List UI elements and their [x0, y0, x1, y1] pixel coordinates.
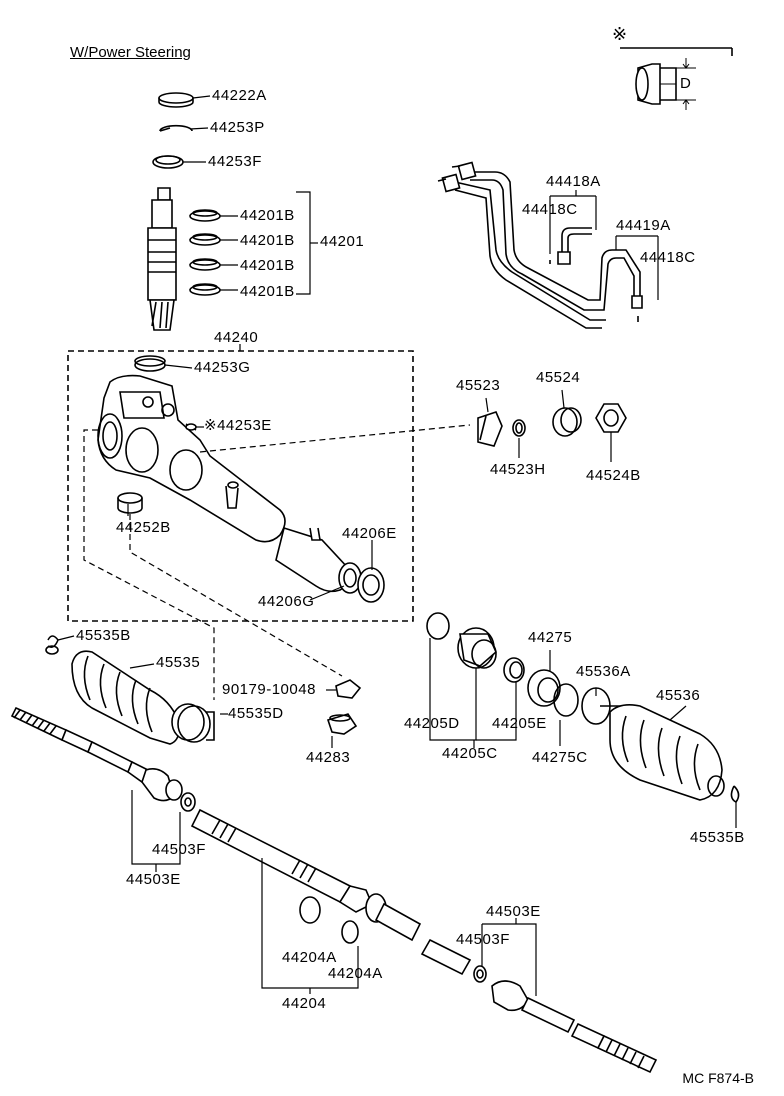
diagram-title: W/Power Steering [70, 44, 191, 61]
part-label-44205E: 44205E [492, 715, 547, 732]
part-label-44253G: 44253G [194, 359, 251, 376]
part-label-44418A: 44418A [546, 173, 601, 190]
part-label-45535B: 45535B [76, 627, 131, 644]
part-label-90179-10048: 90179-10048 [222, 681, 316, 698]
part-label-45524: 45524 [536, 369, 581, 386]
dimension-label: D [680, 75, 692, 92]
part-label-44253E: ※44253E [204, 417, 272, 434]
left-boot-drawing [46, 636, 214, 744]
leader-lines [58, 96, 736, 828]
grommet-detail-drawing [620, 48, 732, 110]
valve-parts-drawing [478, 404, 626, 446]
part-label-45536: 45536 [656, 687, 701, 704]
part-label-44253P: 44253P [210, 119, 265, 136]
part-label-44205C: 44205C [442, 745, 498, 762]
part-label-45536A: 45536A [576, 663, 631, 680]
rack-housing-drawing [68, 344, 470, 700]
part-label-44206E: 44206E [342, 525, 397, 542]
part-label-44419A: 44419A [616, 217, 671, 234]
part-label-44201B: 44201B [240, 232, 295, 249]
part-label-44222A: 44222A [212, 87, 267, 104]
pinion-shaft-drawing [148, 93, 318, 330]
part-label-45535D: 45535D [228, 705, 284, 722]
part-label-44253F: 44253F [208, 153, 262, 170]
part-label-44523H: 44523H [490, 461, 546, 478]
part-label-44204A: 44204A [328, 965, 383, 982]
part-label-44201B: 44201B [240, 257, 295, 274]
part-label-44275C: 44275C [532, 749, 588, 766]
part-label-44240: 44240 [214, 329, 259, 346]
right-boot-drawing [427, 613, 739, 802]
part-label-44252B: 44252B [116, 519, 171, 536]
part-label-44503F: 44503F [152, 841, 206, 858]
part-label-44204: 44204 [282, 995, 327, 1012]
bolts-drawing [328, 680, 360, 734]
pressure-lines-drawing [438, 162, 658, 328]
part-label-44201B: 44201B [240, 283, 295, 300]
rack-and-tie-rods-drawing [12, 708, 656, 1072]
part-label-44206G: 44206G [258, 593, 315, 610]
part-label-44503E: 44503E [486, 903, 541, 920]
part-label-44275: 44275 [528, 629, 573, 646]
part-label-44524B: 44524B [586, 467, 641, 484]
note-symbol: ※ [612, 24, 628, 44]
part-label-44418C: 44418C [522, 201, 578, 218]
part-label-44283: 44283 [306, 749, 351, 766]
part-label-44201B: 44201B [240, 207, 295, 224]
part-label-44418C: 44418C [640, 249, 696, 266]
part-label-44503E: 44503E [126, 871, 181, 888]
part-label-44205D: 44205D [404, 715, 460, 732]
part-label-45535: 45535 [156, 654, 201, 671]
part-label-45535B: 45535B [690, 829, 745, 846]
part-label-44204A: 44204A [282, 949, 337, 966]
part-label-45523: 45523 [456, 377, 501, 394]
part-label-44503F: 44503F [456, 931, 510, 948]
figure-code: MC F874-B [682, 1070, 754, 1086]
part-label-44201: 44201 [320, 233, 365, 250]
